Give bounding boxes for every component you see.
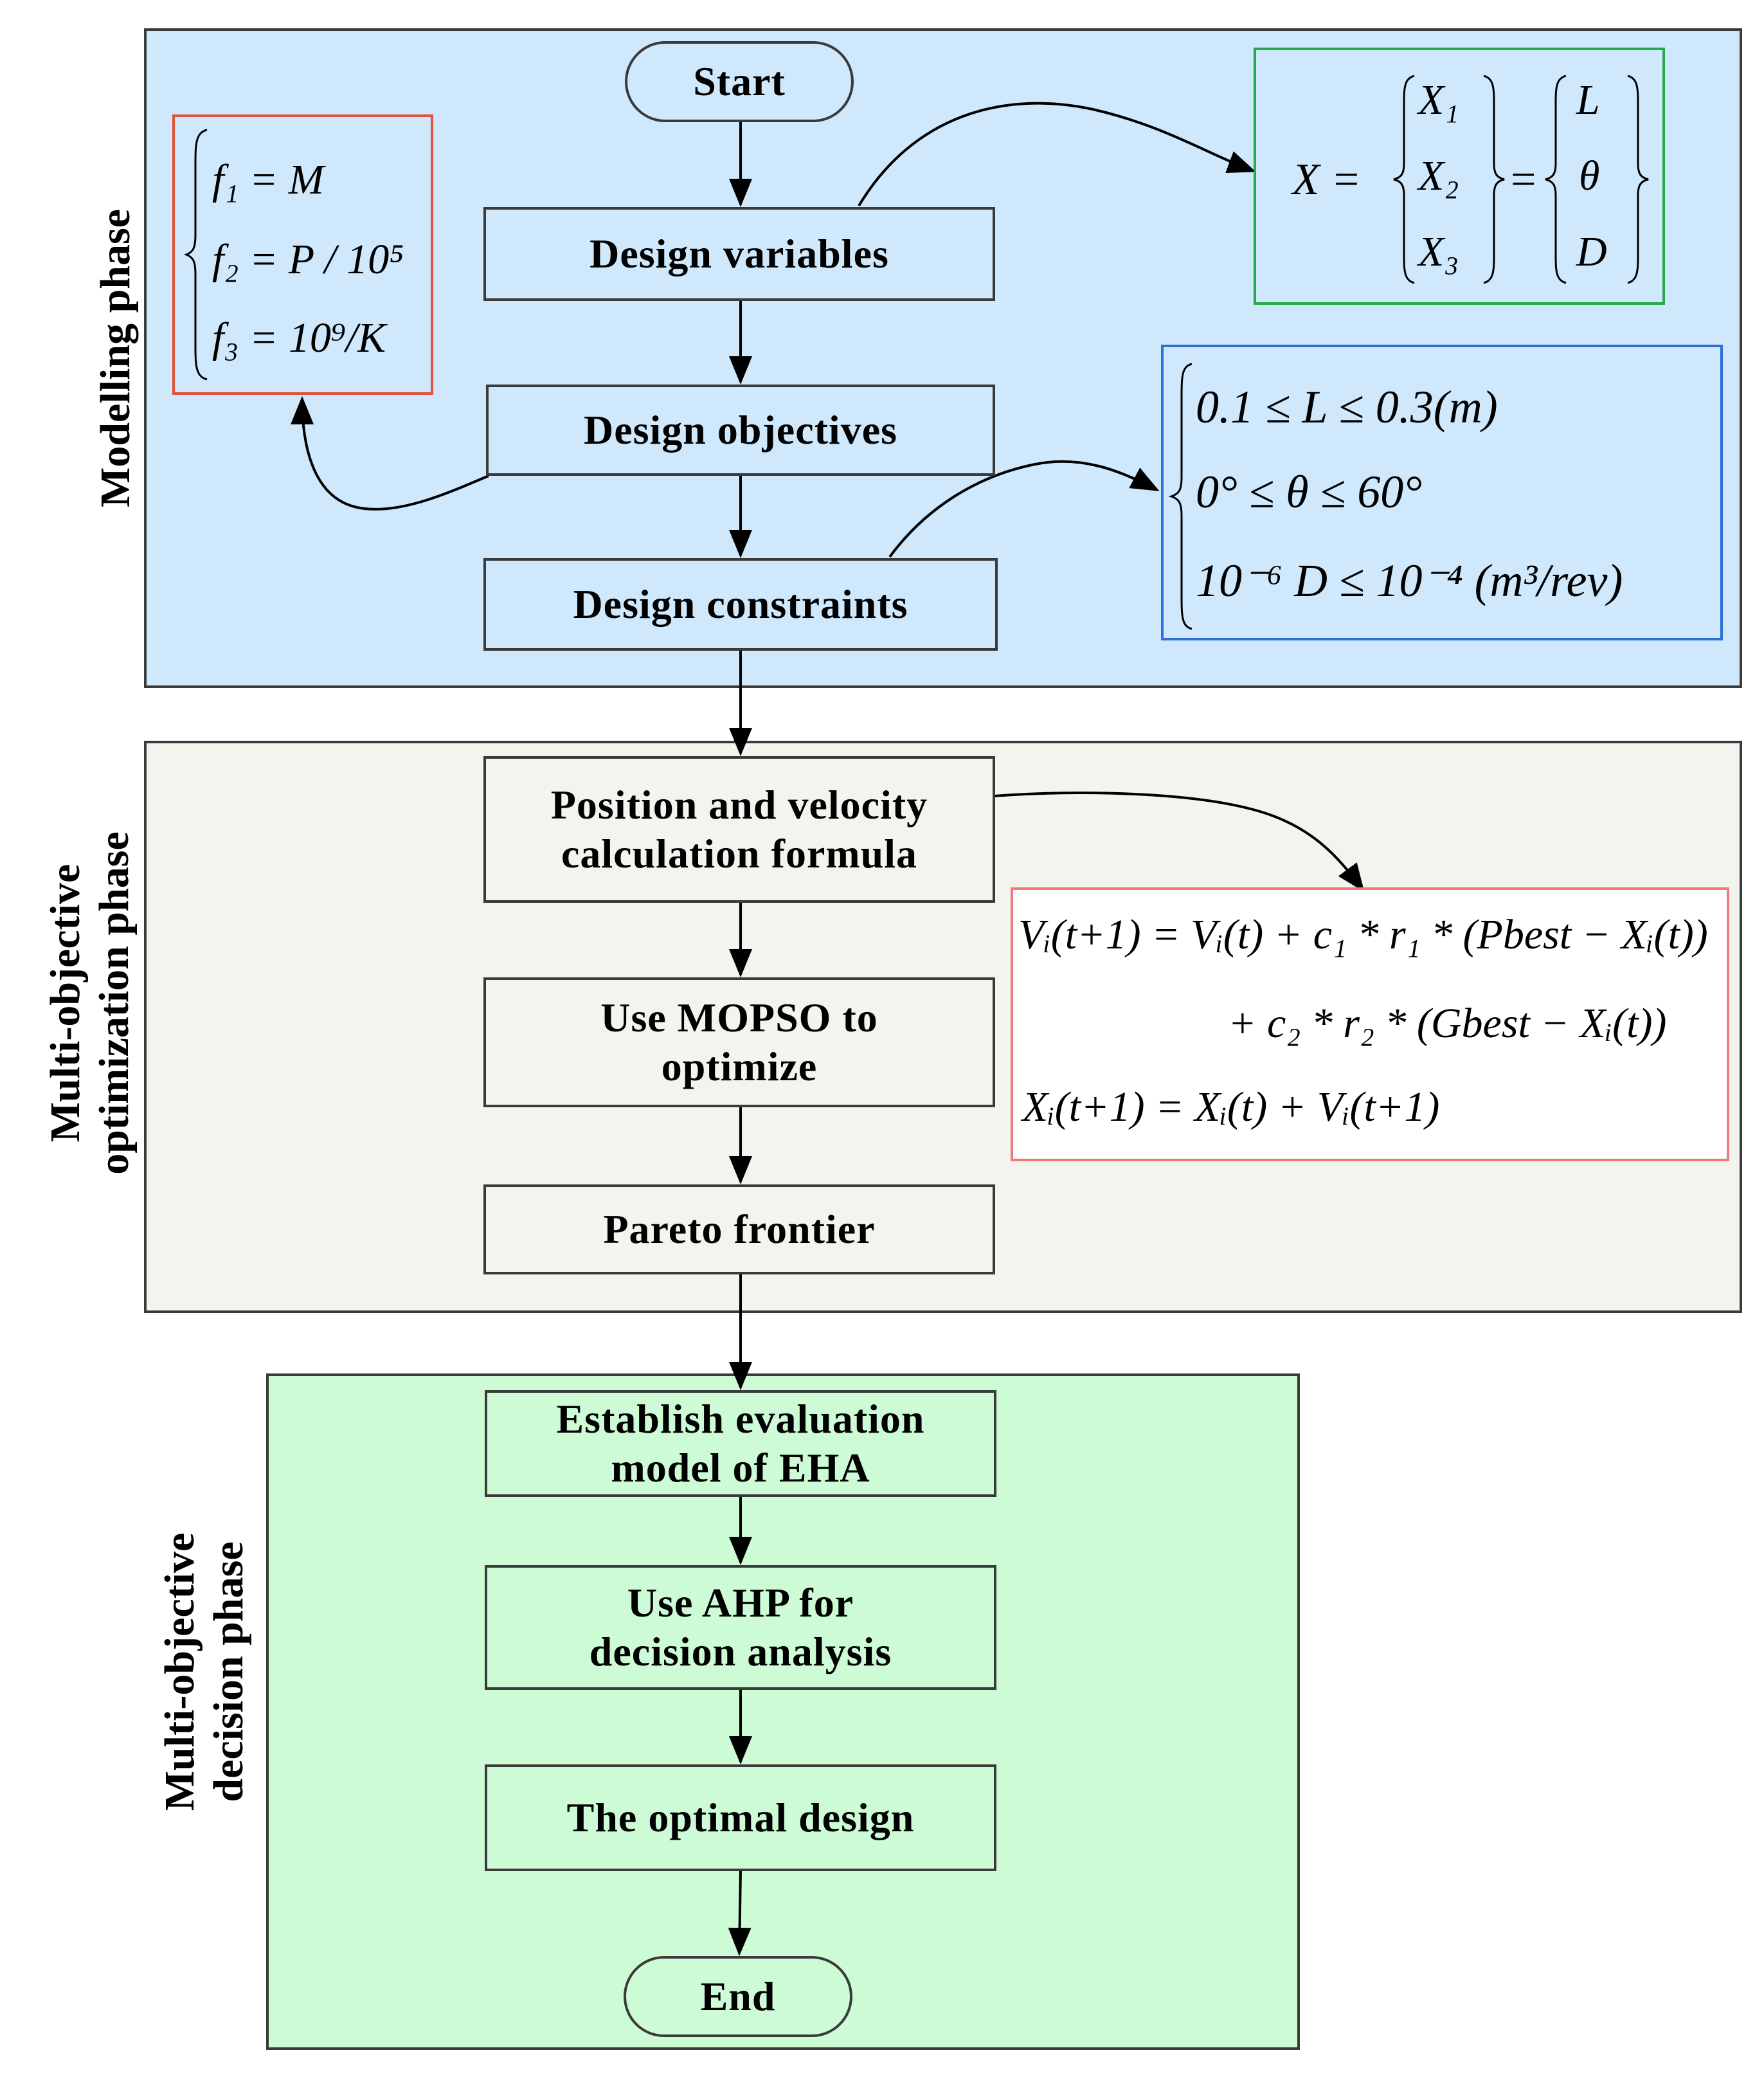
end-terminal: End bbox=[624, 1956, 852, 2037]
position-velocity-line1: Position and velocity bbox=[550, 782, 928, 828]
left-brace-icon bbox=[184, 129, 208, 381]
variable-value-theta: θ bbox=[1579, 152, 1600, 199]
design-constraints-box: Design constraints bbox=[483, 558, 998, 651]
use-ahp-line2: decision analysis bbox=[589, 1629, 892, 1674]
pareto-frontier-label: Pareto frontier bbox=[603, 1206, 876, 1253]
design-objectives-label: Design objectives bbox=[583, 407, 898, 453]
design-variables-label: Design variables bbox=[590, 231, 889, 277]
velocity-update-line1: Vᵢ(t+1) = Vᵢ(t) + c₁ * r₁ * (Pbest − Xᵢ(… bbox=[1018, 911, 1708, 958]
variable-x3: X₃ bbox=[1418, 228, 1459, 275]
variable-x2: X₂ bbox=[1418, 152, 1459, 199]
position-velocity-line2: calculation formula bbox=[561, 831, 918, 876]
use-ahp-line1: Use AHP for bbox=[627, 1580, 854, 1626]
constraint-length: 0.1 ≤ L ≤ 0.3(m) bbox=[1196, 381, 1498, 433]
use-mopso-line1: Use MOPSO to bbox=[600, 995, 878, 1041]
design-constraints-label: Design constraints bbox=[573, 581, 908, 628]
design-objectives-box: Design objectives bbox=[486, 385, 995, 476]
use-mopso-line2: optimize bbox=[661, 1044, 818, 1089]
evaluation-model-line2: model of EHA bbox=[611, 1445, 870, 1491]
position-update-line: Xᵢ(t+1) = Xᵢ(t) + Vᵢ(t+1) bbox=[1022, 1083, 1440, 1130]
curve-objectives-to-functions bbox=[291, 396, 489, 511]
variable-value-d: D bbox=[1576, 228, 1607, 275]
evaluation-model-box: Establish evaluation model of EHA bbox=[485, 1390, 996, 1497]
objective-f2: f₂ = P / 10⁵ bbox=[212, 236, 404, 283]
optimal-design-label: The optimal design bbox=[566, 1795, 915, 1841]
update-formula-box: Vᵢ(t+1) = Vᵢ(t) + c₁ * r₁ * (Pbest − Xᵢ(… bbox=[1011, 887, 1729, 1161]
start-label: Start bbox=[693, 59, 786, 105]
curve-constraints-to-bounds bbox=[888, 460, 1160, 558]
position-velocity-box: Position and velocity calculation formul… bbox=[483, 756, 995, 903]
end-label: End bbox=[700, 1973, 776, 2020]
variables-lhs: X = bbox=[1292, 155, 1362, 204]
variable-value-l: L bbox=[1576, 77, 1600, 123]
right-brace-icon bbox=[1627, 75, 1649, 284]
objective-f3: f₃ = 10⁹/K bbox=[212, 314, 386, 361]
use-ahp-box: Use AHP for decision analysis bbox=[485, 1565, 996, 1690]
constraint-angle: 0° ≤ θ ≤ 60° bbox=[1196, 466, 1422, 518]
constraint-displacement: 10⁻⁶ D ≤ 10⁻⁴ (m³/rev) bbox=[1196, 555, 1623, 606]
objectives-formula-box: f₁ = M f₂ = P / 10⁵ f₃ = 10⁹/K bbox=[172, 114, 433, 395]
evaluation-model-line1: Establish evaluation bbox=[556, 1396, 925, 1442]
arrow-optimal-to-end bbox=[728, 1869, 752, 1956]
design-variables-box: Design variables bbox=[483, 207, 995, 301]
curve-position-to-update bbox=[993, 792, 1365, 892]
optimal-design-box: The optimal design bbox=[485, 1764, 996, 1871]
left-brace-icon bbox=[1169, 363, 1192, 630]
left-brace-icon bbox=[1393, 75, 1415, 284]
objective-f1: f₁ = M bbox=[212, 156, 324, 203]
pareto-frontier-box: Pareto frontier bbox=[483, 1184, 995, 1274]
curve-variables-to-vector bbox=[858, 102, 1256, 207]
velocity-update-line2: + c₂ * r₂ * (Gbest − Xᵢ(t)) bbox=[1228, 1000, 1667, 1047]
start-terminal: Start bbox=[625, 41, 854, 122]
variable-x1: X₁ bbox=[1418, 77, 1459, 123]
variables-equals: = bbox=[1511, 155, 1536, 204]
right-brace-icon bbox=[1483, 75, 1505, 284]
constraints-formula-box: 0.1 ≤ L ≤ 0.3(m) 0° ≤ θ ≤ 60° 10⁻⁶ D ≤ 1… bbox=[1161, 345, 1723, 640]
variables-formula-box: X = X₁ X₂ X₃ = L θ D bbox=[1254, 48, 1665, 305]
left-brace-icon bbox=[1545, 75, 1567, 284]
use-mopso-box: Use MOPSO to optimize bbox=[483, 977, 995, 1107]
